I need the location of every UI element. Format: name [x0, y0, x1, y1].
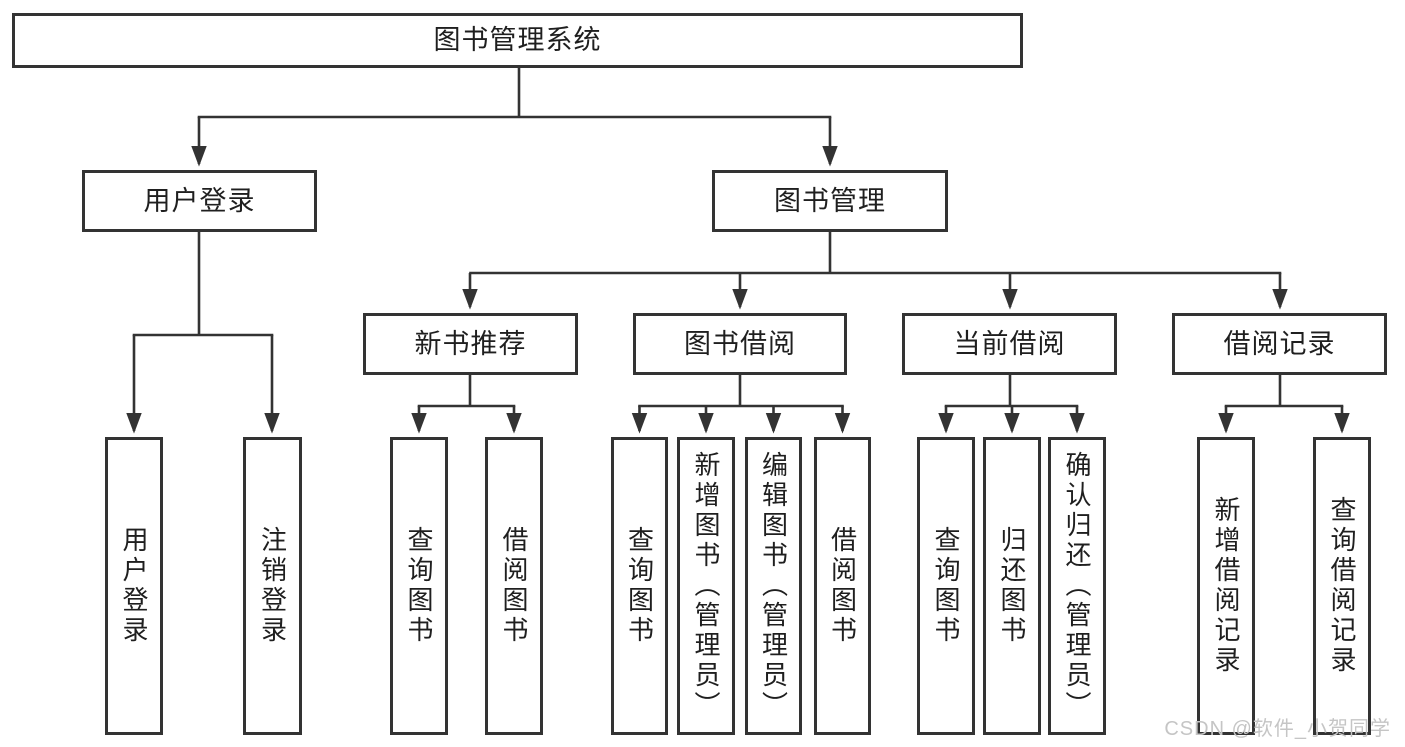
leaf-add-books-admin: 新增图书（管理员） — [677, 437, 735, 735]
leaf-return-books: 归还图书 — [983, 437, 1041, 735]
leaf-user-login: 用户登录 — [105, 437, 163, 735]
node-book-borrow: 图书借阅 — [633, 313, 847, 375]
node-new-book-recommend: 新书推荐 — [363, 313, 578, 375]
leaf-query-books-current: 查询图书 — [917, 437, 975, 735]
node-current-borrow: 当前借阅 — [902, 313, 1117, 375]
node-user-login: 用户登录 — [82, 170, 317, 232]
node-root-library-system: 图书管理系统 — [12, 13, 1023, 68]
leaf-query-books-borrow: 查询图书 — [611, 437, 668, 735]
leaf-logout: 注销登录 — [243, 437, 302, 735]
leaf-borrow-books-recommend: 借阅图书 — [485, 437, 543, 735]
node-book-management: 图书管理 — [712, 170, 948, 232]
leaf-confirm-return-admin: 确认归还（管理员） — [1048, 437, 1106, 735]
leaf-borrow-books: 借阅图书 — [814, 437, 871, 735]
leaf-query-books-recommend: 查询图书 — [390, 437, 448, 735]
leaf-edit-books-admin: 编辑图书（管理员） — [745, 437, 802, 735]
watermark: CSDN @软件_小贺同学 — [1164, 718, 1391, 740]
leaf-query-borrow-record: 查询借阅记录 — [1313, 437, 1371, 735]
leaf-add-borrow-record: 新增借阅记录 — [1197, 437, 1255, 735]
node-borrow-record: 借阅记录 — [1172, 313, 1387, 375]
